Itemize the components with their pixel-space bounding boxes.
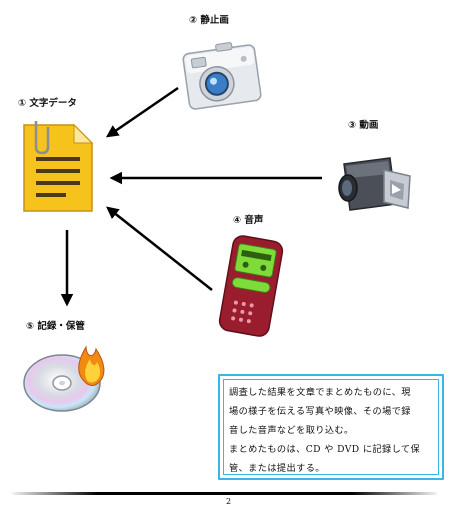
record-store-label: ⑤ 記録・保管 — [26, 321, 85, 332]
note-line: 音した音声などを取り込む。 — [229, 425, 354, 436]
footer-rule — [12, 492, 437, 495]
video-camera-icon — [338, 157, 411, 211]
camera-icon — [182, 42, 262, 110]
note-line: まとめたものは、CD や DVD に記録して保 — [229, 444, 421, 455]
disc-icon — [23, 345, 105, 412]
arrow-audio-to-text — [106, 206, 213, 291]
note-line: 場の様子を伝える写真や映像、その場で録 — [229, 406, 411, 417]
note-box: 調査した結果を文章でまとめたものに、現 場の様子を伝える写真や映像、その場で録 … — [218, 374, 444, 480]
note-line: 管、または提出する。 — [229, 463, 325, 474]
note-line: 調査した結果を文章でまとめたものに、現 — [229, 387, 411, 398]
still-image-label: ② 静止画 — [189, 15, 229, 26]
document-icon — [23, 121, 94, 212]
text-data-label: ① 文字データ — [18, 98, 77, 109]
page-number: 2 — [226, 497, 232, 506]
audio-label: ④ 音声 — [233, 215, 264, 226]
voice-recorder-icon — [218, 235, 284, 337]
arrow-still-to-text — [105, 86, 179, 138]
video-label: ③ 動画 — [348, 120, 379, 131]
